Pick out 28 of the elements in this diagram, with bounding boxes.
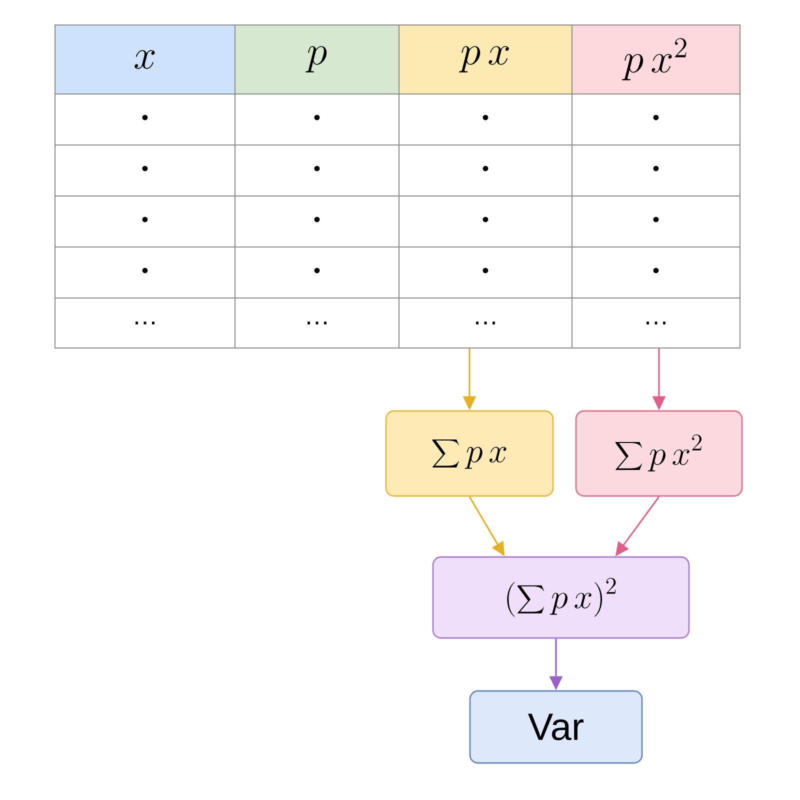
table-cell: • (234, 94, 400, 146)
table-header-cell: $p$ (234, 24, 400, 94)
table-header-cell: $x$ (54, 24, 236, 94)
result-box: Var (469, 690, 643, 764)
table-cell: … (398, 298, 572, 348)
table-cell: • (54, 246, 236, 298)
table-cell: • (54, 144, 236, 196)
table-cell: • (54, 94, 236, 146)
table-cell: • (572, 246, 740, 298)
table-cell: • (398, 246, 572, 298)
table-cell: … (572, 298, 740, 348)
formula-box: $(\sum p\,x)^{2}$ (432, 556, 690, 639)
table-cell: • (398, 94, 572, 146)
formula-box: $\sum p\,x$ (385, 410, 554, 497)
table-header-cell: $p\,x^{2}$ (572, 24, 740, 94)
table-cell: … (54, 298, 236, 348)
table-cell: • (234, 144, 400, 196)
table-cell: • (572, 196, 740, 248)
table-header-cell: $p\,x$ (398, 24, 572, 94)
table-cell: … (234, 298, 400, 348)
table-cell: • (572, 94, 740, 146)
table-cell: • (54, 196, 236, 248)
table-cell: • (234, 196, 400, 248)
table-cell: • (398, 196, 572, 248)
formula-box: $\sum p\,x^{2}$ (575, 410, 743, 497)
table-cell: • (572, 144, 740, 196)
table-cell: • (234, 246, 400, 298)
table-cell: • (398, 144, 572, 196)
